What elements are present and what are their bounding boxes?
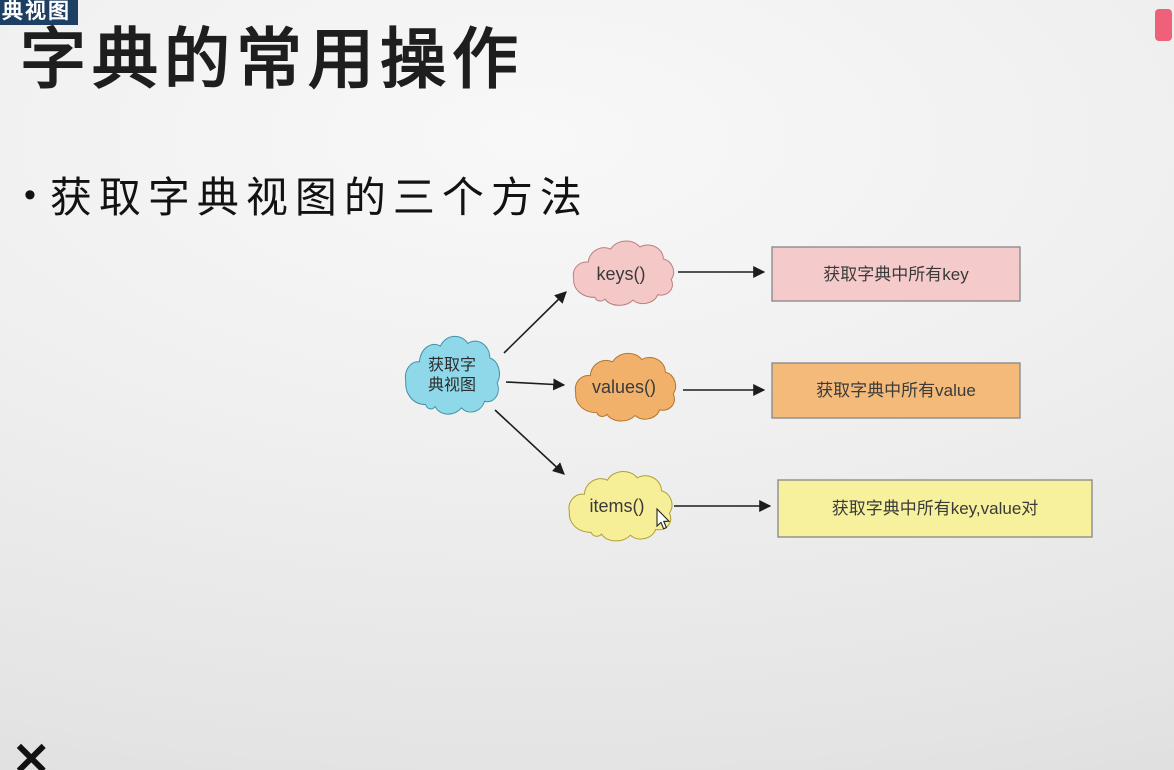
video-title-overlay: 典视图 (0, 0, 78, 25)
bullet-marker: • (24, 175, 36, 214)
x-mark: ✕ (12, 733, 51, 770)
arrow-root-to-items (494, 409, 565, 475)
root-cloud-label-line1: 获取字 (428, 356, 476, 374)
items-cloud-label: items() (590, 496, 645, 516)
brand-mark-icon (1155, 9, 1172, 41)
mouse-cursor-icon (656, 507, 671, 530)
keys-result-label: 获取字典中所有key (823, 265, 969, 284)
values-result-box (771, 362, 1021, 419)
page-title: 字典的常用操作 (20, 22, 524, 96)
keys-result-box (771, 246, 1021, 302)
arrow-root-to-keys (503, 291, 567, 354)
root-cloud (405, 336, 500, 415)
bullet-text: 获取字典视图的三个方法 (49, 174, 589, 221)
items-result-label: 获取字典中所有key,value对 (832, 499, 1039, 518)
bullet-line: • 获取字典视图的三个方法 (24, 164, 589, 225)
arrow-root-to-values (505, 378, 566, 391)
values-result-label: 获取字典中所有value (816, 381, 976, 400)
values-cloud-label: values() (592, 377, 656, 397)
items-result-box (777, 479, 1093, 538)
keys-cloud-label: keys() (597, 264, 646, 284)
root-cloud-label-line2: 典视图 (428, 376, 476, 394)
